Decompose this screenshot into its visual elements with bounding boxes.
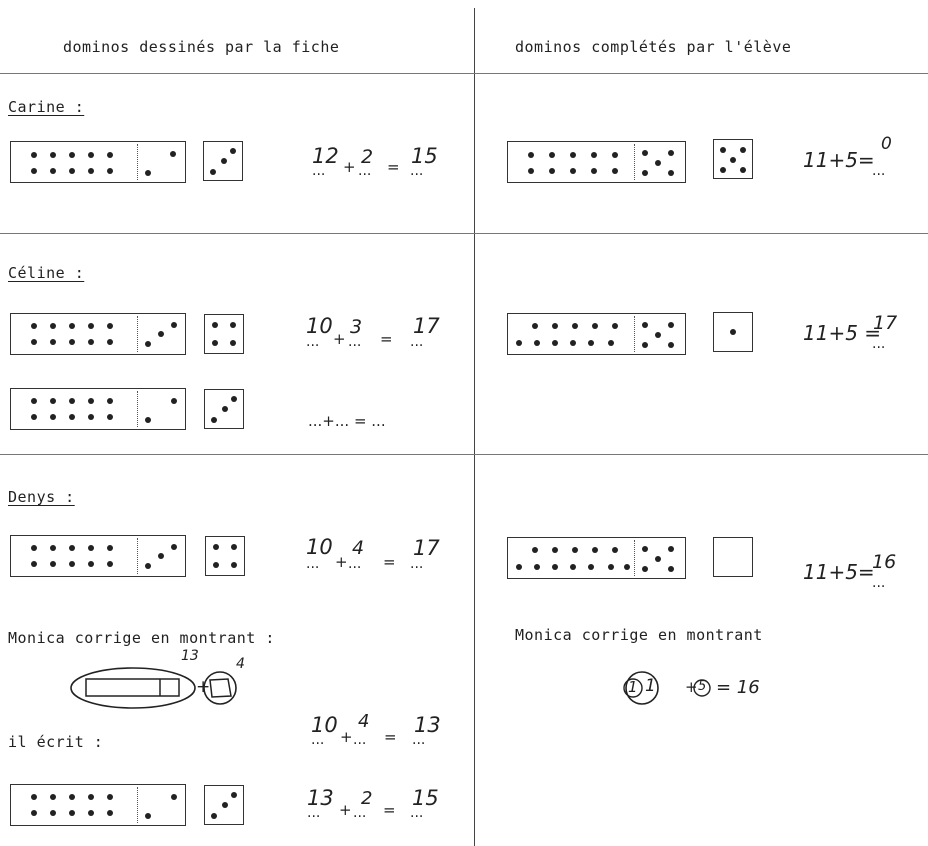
die-celine-fiche-1 [204,314,244,354]
monica-label-4: 4 [236,656,245,672]
die-denys-fiche [205,536,245,576]
domino-monica-fiche [10,784,186,826]
die-carine-fiche [203,141,243,181]
die-celine-fiche-2 [204,389,244,429]
domino-denys-eleve [507,537,686,579]
monica-left-text: Monica corrige en montrant : [8,629,275,647]
monica-right-text: Monica corrige en montrant [515,626,763,644]
carine-divider [0,233,928,234]
die-denys-eleve-empty [713,537,753,577]
domino-celine-fiche-2 [10,388,186,430]
header-right: dominos complétés par l'élève [515,38,792,56]
circled-digit-1b: 1 [645,676,656,696]
celine-divider [0,454,928,455]
section-name-denys: Denys : [8,488,75,506]
circled-plus: + [685,678,698,696]
domino-denys-fiche [10,535,186,577]
il-ecrit-label: il écrit : [8,733,104,751]
header-divider [0,73,928,74]
die-celine-eleve [713,312,753,352]
domino-carine-fiche [10,141,186,183]
monica-label-13: 13 [181,648,199,664]
header-left: dominos dessinés par la fiche [63,38,340,56]
domino-celine-fiche-1 [10,313,186,355]
circled-eq-result: = 16 [716,677,760,698]
domino-carine-eleve [507,141,686,183]
circled-digit-1a: 1 [628,678,638,696]
domino-celine-eleve [507,313,686,355]
section-name-carine: Carine : [8,98,85,116]
column-divider [474,8,475,846]
die-carine-eleve [713,139,753,179]
section-name-celine: Céline : [8,264,85,282]
die-monica-fiche [204,785,244,825]
equation-celine-fiche-2: ...+... = ... [308,412,386,430]
monica-sketch-plus: + [196,677,211,697]
circled-digit-5: 5 [698,679,707,694]
